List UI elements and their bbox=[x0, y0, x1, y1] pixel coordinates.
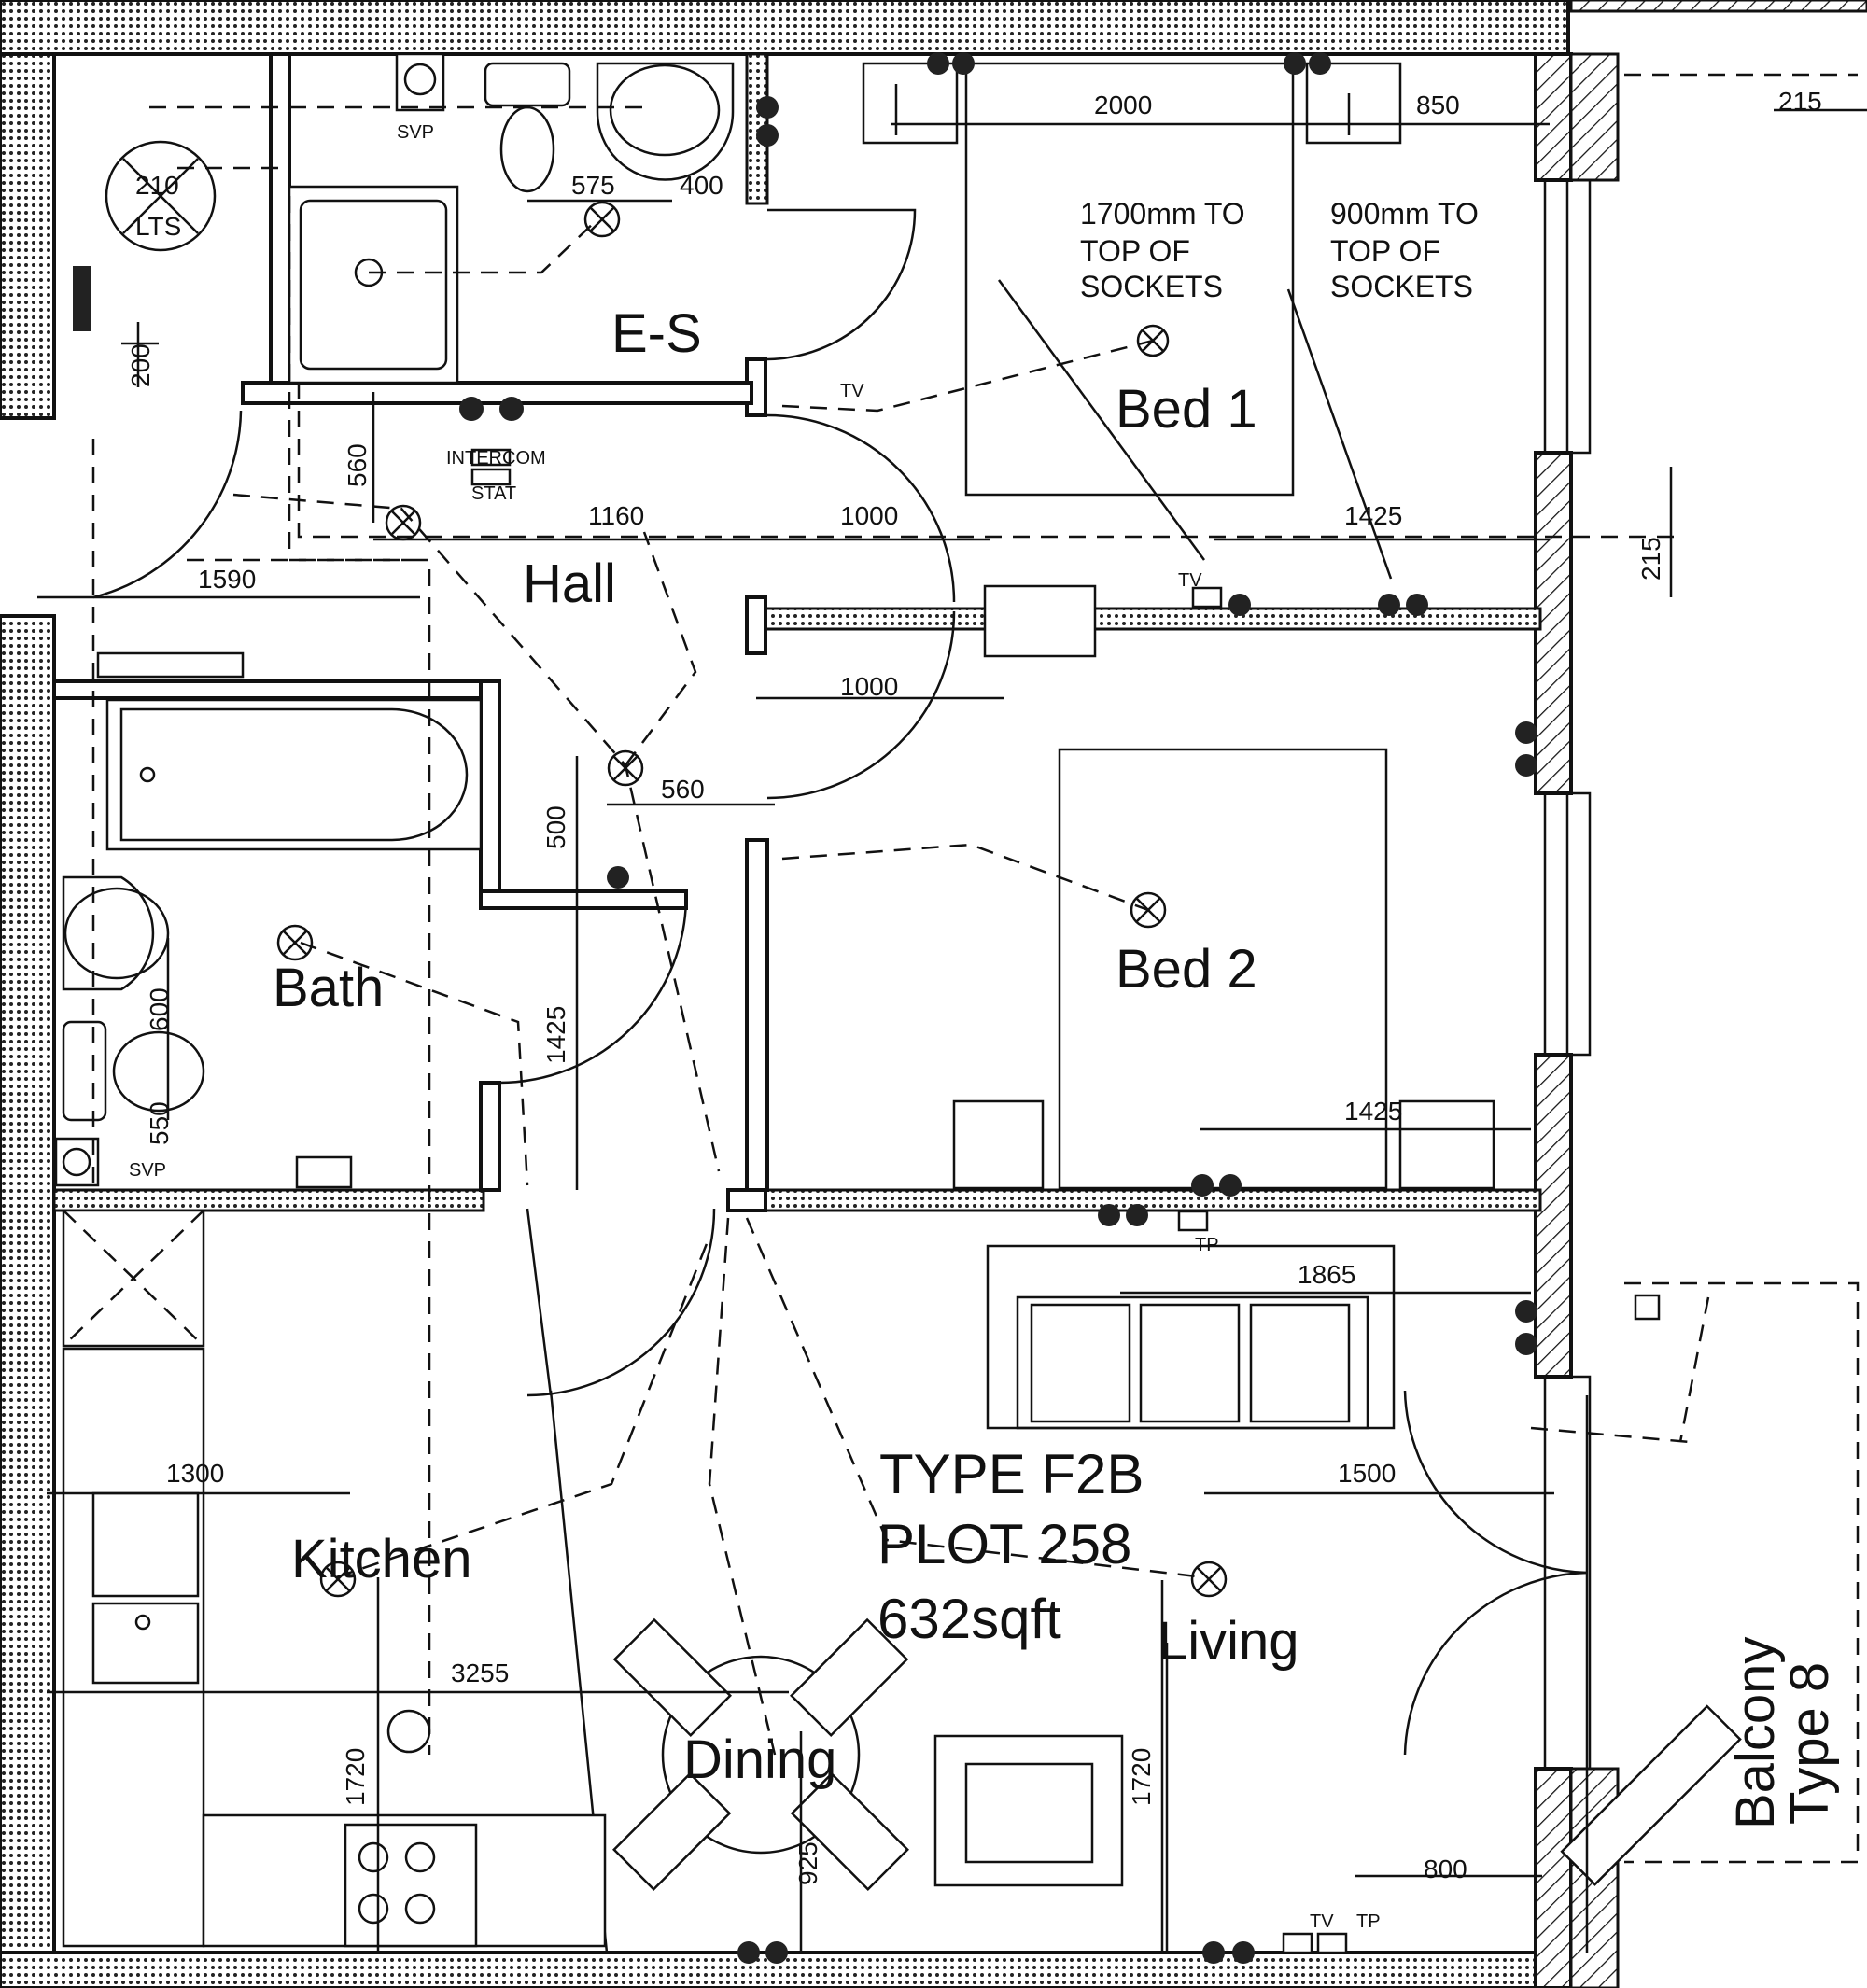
hob bbox=[344, 1823, 478, 1948]
door-swings bbox=[92, 208, 1589, 1953]
sofa bbox=[986, 1244, 1396, 1430]
dim-560a: 560 bbox=[343, 443, 372, 487]
ensuite-basin bbox=[596, 62, 735, 181]
labels: E-S Bed 1 Hall Bed 2 Bath Kitchen Dining… bbox=[126, 87, 1840, 1932]
balcony-outline bbox=[1530, 73, 1860, 1864]
dim-kitchen-1300: 1300 bbox=[166, 1459, 224, 1488]
dim-hall-1000a: 1000 bbox=[840, 501, 898, 530]
tv-label-living: TV bbox=[1310, 1911, 1334, 1932]
unit-type: TYPE F2B bbox=[879, 1443, 1144, 1505]
fixtures bbox=[54, 52, 1742, 1948]
dim-bath-550: 550 bbox=[145, 1101, 174, 1145]
room-label-balcony: Balcony bbox=[1725, 1637, 1786, 1829]
dim-hall-500: 500 bbox=[541, 805, 570, 849]
socket-note-high-3: SOCKETS bbox=[1080, 270, 1223, 303]
tv-label-hall: TV bbox=[1178, 570, 1202, 591]
room-label-bed-1: Bed 1 bbox=[1116, 379, 1257, 440]
socket-note-high-2: TOP OF bbox=[1080, 234, 1190, 268]
bed-2-bed bbox=[1058, 748, 1388, 1190]
tp-label-bed-2: TP bbox=[1195, 1235, 1219, 1255]
svp-label-bath: SVP bbox=[129, 1160, 166, 1181]
unit-plot: PLOT 258 bbox=[877, 1513, 1131, 1575]
dim-living-800: 800 bbox=[1424, 1855, 1467, 1883]
room-label-dining: Dining bbox=[683, 1729, 836, 1790]
tp-label-living: TP bbox=[1356, 1911, 1381, 1932]
kitchen-sink bbox=[91, 1491, 200, 1598]
room-label-kitchen: Kitchen bbox=[291, 1529, 471, 1589]
dim-hall-1160: 1160 bbox=[588, 501, 644, 530]
dim-hall-1425: 1425 bbox=[541, 1006, 570, 1064]
dim-dining-925: 925 bbox=[793, 1841, 822, 1885]
ensuite-toilet bbox=[499, 105, 555, 193]
dim-hall-560b: 560 bbox=[661, 775, 705, 804]
room-label-living: Living bbox=[1158, 1611, 1299, 1672]
stat-label: STAT bbox=[471, 483, 516, 504]
lts-label-top: 210 bbox=[135, 171, 179, 200]
room-label-bath: Bath bbox=[273, 958, 384, 1018]
dim-bed2-1425: 1425 bbox=[1344, 1097, 1402, 1126]
socket-note-high-1: 1700mm TO bbox=[1080, 197, 1245, 231]
dim-kitchen-3255: 3255 bbox=[451, 1659, 509, 1687]
intercom-label: INTERCOM bbox=[446, 448, 546, 469]
dimension-lines bbox=[37, 84, 1867, 1953]
dim-es-400: 400 bbox=[680, 171, 723, 200]
lts-label-bottom: LTS bbox=[135, 212, 181, 241]
socket-note-low-3: SOCKETS bbox=[1330, 270, 1473, 303]
unit-area: 632sqft bbox=[877, 1588, 1061, 1650]
room-label-balcony-type: Type 8 bbox=[1779, 1662, 1840, 1825]
room-label-bed-2: Bed 2 bbox=[1116, 939, 1257, 1000]
tv-label-bed-1: TV bbox=[840, 381, 864, 401]
bath-tub bbox=[105, 698, 483, 851]
dim-living-1865: 1865 bbox=[1298, 1260, 1355, 1289]
dim-es-575: 575 bbox=[571, 171, 615, 200]
dim-200: 200 bbox=[126, 343, 155, 387]
dim-bed1-1425: 1425 bbox=[1344, 501, 1402, 530]
room-label-ensuite: E-S bbox=[611, 303, 702, 364]
dim-bed1-width: 2000 bbox=[1094, 91, 1152, 119]
socket-note-low-2: TOP OF bbox=[1330, 234, 1440, 268]
dim-kitchen-1720: 1720 bbox=[341, 1748, 370, 1806]
dim-balcony-215: 215 bbox=[1636, 537, 1665, 581]
dim-living-1720: 1720 bbox=[1127, 1748, 1156, 1806]
socket-note-low-1: 900mm TO bbox=[1330, 197, 1479, 231]
dim-balcony-top: 215 bbox=[1778, 87, 1822, 116]
dim-hall-1590: 1590 bbox=[198, 565, 256, 594]
dim-bed1-side: 850 bbox=[1416, 91, 1460, 119]
bath-toilet bbox=[112, 1030, 205, 1113]
bed-1-bed bbox=[964, 62, 1295, 497]
bath-basin bbox=[62, 875, 155, 991]
dim-bath-600: 600 bbox=[145, 987, 174, 1031]
room-label-hall: Hall bbox=[523, 553, 616, 614]
dim-living-1500: 1500 bbox=[1338, 1459, 1396, 1488]
dim-hall-1000b: 1000 bbox=[840, 672, 898, 701]
svp-label-ensuite: SVP bbox=[397, 122, 434, 143]
